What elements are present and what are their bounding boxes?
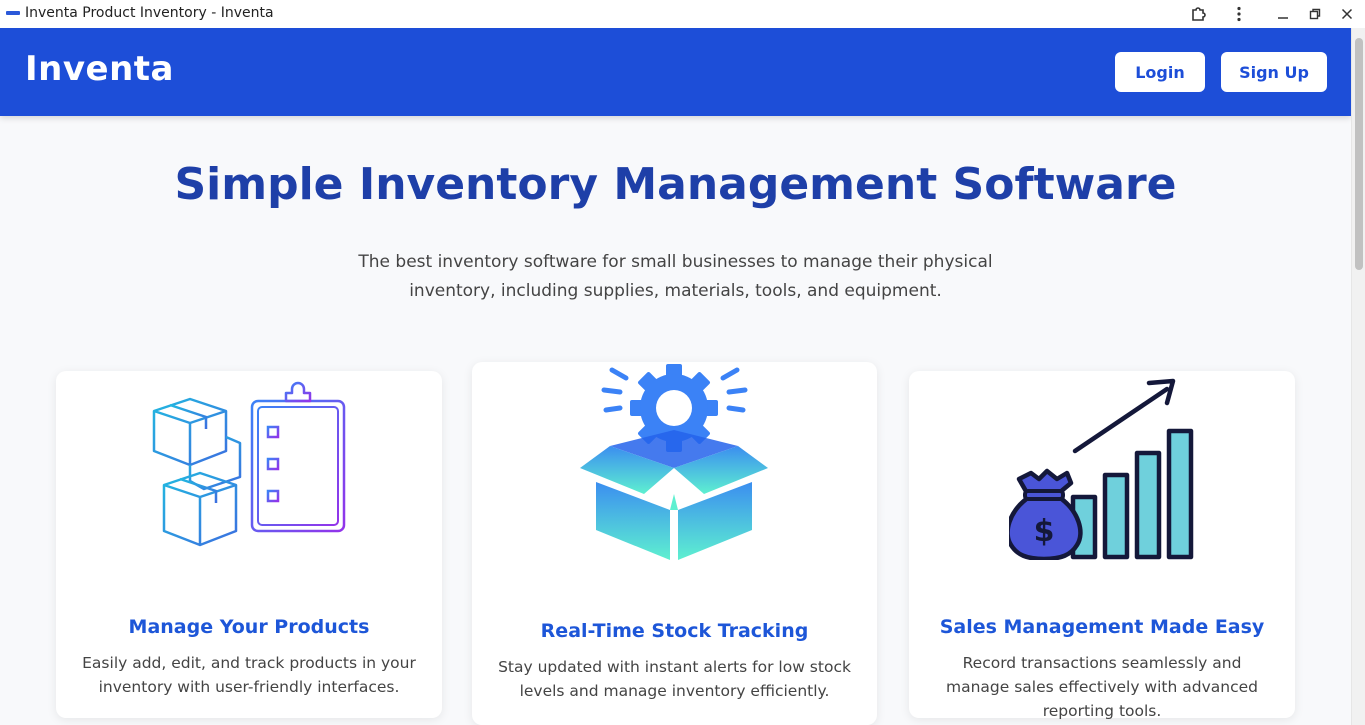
close-icon[interactable]	[1337, 4, 1357, 24]
feature-description: Record transactions seamlessly and manag…	[946, 654, 1258, 720]
hero-subtitle: The best inventory software for small bu…	[358, 252, 993, 301]
gear-box-icon	[580, 364, 768, 560]
vertical-scrollbar[interactable]	[1351, 28, 1365, 725]
feature-card-stock: Real-Time Stock Tracking Stay updated wi…	[472, 362, 877, 725]
favicon-icon	[6, 11, 20, 15]
feature-card-products: Manage Your Products Easily add, edit, a…	[56, 371, 442, 718]
money-bag-chart-icon: $	[1009, 378, 1194, 560]
feature-description: Easily add, edit, and track products in …	[82, 654, 416, 696]
signup-button[interactable]: Sign Up	[1221, 52, 1327, 92]
feature-card-sales: $ Sales Management Made Easy Record tran…	[909, 371, 1295, 720]
hero-title: Simple Inventory Management Software	[174, 159, 1177, 210]
feature-description: Stay updated with instant alerts for low…	[498, 658, 851, 700]
minimize-icon[interactable]	[1273, 4, 1293, 24]
window-title: Inventa Product Inventory - Inventa	[25, 5, 274, 21]
brand-logo[interactable]: Inventa	[25, 49, 174, 89]
feature-title: Real-Time Stock Tracking	[540, 620, 809, 642]
boxes-clipboard-icon	[152, 381, 346, 547]
window-titlebar: Inventa Product Inventory - Inventa	[0, 0, 1365, 28]
navbar: Inventa Login Sign Up	[0, 28, 1351, 116]
feature-title: Sales Management Made Easy	[939, 616, 1265, 638]
more-vert-icon[interactable]	[1229, 4, 1249, 24]
restore-icon[interactable]	[1305, 4, 1325, 24]
login-button[interactable]: Login	[1115, 52, 1205, 92]
extension-icon[interactable]	[1189, 4, 1209, 24]
feature-title: Manage Your Products	[128, 616, 370, 638]
page-viewport: Inventa Login Sign Up Simple Inventory M…	[0, 28, 1351, 725]
scrollbar-thumb[interactable]	[1355, 38, 1363, 270]
svg-text:$: $	[1034, 514, 1055, 549]
